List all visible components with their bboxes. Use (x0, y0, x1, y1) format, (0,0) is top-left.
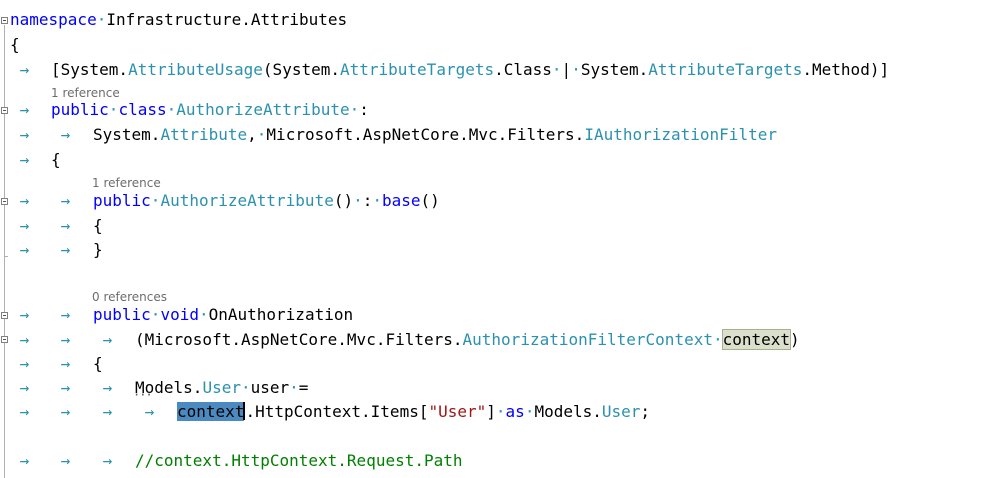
codelens-references[interactable]: 0 references (92, 290, 167, 304)
collapse-namespace-icon[interactable] (1, 17, 8, 24)
outline-end-tick (4, 256, 8, 257)
selected-text[interactable]: context (177, 402, 245, 421)
code-line[interactable]: → →public·AuthorizeAttribute()·:·base() (10, 191, 440, 210)
tab-arrow-icon: → (10, 100, 30, 119)
code-line[interactable]: → →{ (10, 216, 103, 235)
code-line[interactable]: → →{ (10, 354, 103, 373)
collapse-params-icon[interactable] (1, 336, 8, 343)
codelens-references[interactable]: 1 reference (51, 86, 120, 100)
code-line[interactable]: → → →(Microsoft.AspNetCore.Mvc.Filters.A… (10, 329, 800, 350)
code-line[interactable]: →public·class·AuthorizeAttribute·: (10, 100, 369, 119)
code-line[interactable]: namespace·Infrastructure.Attributes (10, 10, 348, 29)
tab-arrow-icon: → (10, 60, 30, 79)
code-line[interactable]: → → →//context.HttpContext.Request.Path (10, 451, 463, 470)
code-line[interactable]: → → →Models.User·user·= (10, 378, 309, 397)
collapse-method-icon[interactable] (1, 312, 8, 319)
code-line[interactable]: { (10, 35, 20, 54)
suggestion-dots-icon[interactable]: ··· (133, 388, 153, 402)
code-line[interactable]: →[System.AttributeUsage(System.Attribute… (10, 60, 890, 79)
code-line[interactable]: → → → →context.HttpContext.Items["User"]… (10, 402, 651, 421)
collapse-class-icon[interactable] (1, 107, 8, 114)
code-line[interactable]: → →System.Attribute,·Microsoft.AspNetCor… (10, 125, 777, 144)
codelens-references[interactable]: 1 reference (92, 176, 161, 190)
whitespace-dot: · (96, 10, 107, 29)
outline-guide (4, 25, 5, 478)
highlighted-reference: context (721, 329, 792, 350)
outlining-gutter (0, 0, 10, 478)
code-line[interactable]: →{ (10, 150, 61, 169)
code-line[interactable]: → →} (10, 240, 103, 259)
code-line[interactable]: → →public·void·OnAuthorization (10, 305, 354, 324)
collapse-constructor-icon[interactable] (1, 198, 8, 205)
text-caret (243, 402, 246, 420)
